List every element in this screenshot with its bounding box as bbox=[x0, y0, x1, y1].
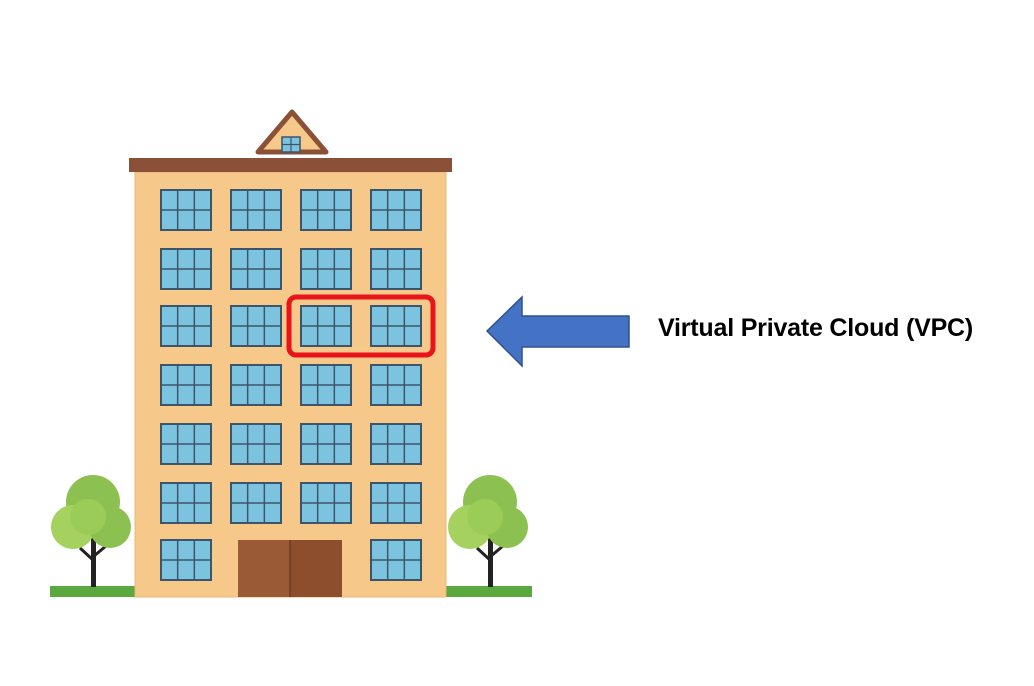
window-icon bbox=[160, 248, 212, 290]
window-icon bbox=[370, 423, 422, 465]
roof-ledge bbox=[129, 158, 452, 172]
window-icon bbox=[370, 539, 422, 581]
window-icon bbox=[160, 423, 212, 465]
window-icon bbox=[370, 364, 422, 406]
window-icon bbox=[300, 189, 352, 231]
grass-right bbox=[446, 586, 532, 597]
window-icon bbox=[160, 539, 212, 581]
callout-arrow-icon bbox=[485, 295, 630, 368]
window-icon bbox=[230, 248, 282, 290]
window-icon bbox=[160, 305, 212, 347]
tree-left-icon bbox=[51, 475, 131, 587]
vpc-label: Virtual Private Cloud (VPC) bbox=[658, 314, 974, 342]
window-icon bbox=[230, 305, 282, 347]
window-icon bbox=[370, 482, 422, 524]
tree-right-icon bbox=[448, 475, 528, 587]
window-icon bbox=[300, 305, 352, 347]
window-icon bbox=[300, 364, 352, 406]
window-icon bbox=[370, 248, 422, 290]
grass-left bbox=[50, 586, 136, 597]
vpc-highlight-box bbox=[286, 294, 436, 358]
window-icon bbox=[230, 189, 282, 231]
window-icon bbox=[230, 364, 282, 406]
window-icon bbox=[160, 482, 212, 524]
window-icon bbox=[300, 423, 352, 465]
window-icon bbox=[230, 423, 282, 465]
building-icon bbox=[129, 109, 452, 598]
window-icon bbox=[160, 364, 212, 406]
window-icon bbox=[370, 305, 422, 347]
door-icon bbox=[238, 540, 342, 597]
window-icon bbox=[160, 189, 212, 231]
window-icon bbox=[300, 482, 352, 524]
window-icon bbox=[300, 248, 352, 290]
window-grid bbox=[160, 189, 422, 581]
window-icon bbox=[370, 189, 422, 231]
window-icon bbox=[230, 482, 282, 524]
